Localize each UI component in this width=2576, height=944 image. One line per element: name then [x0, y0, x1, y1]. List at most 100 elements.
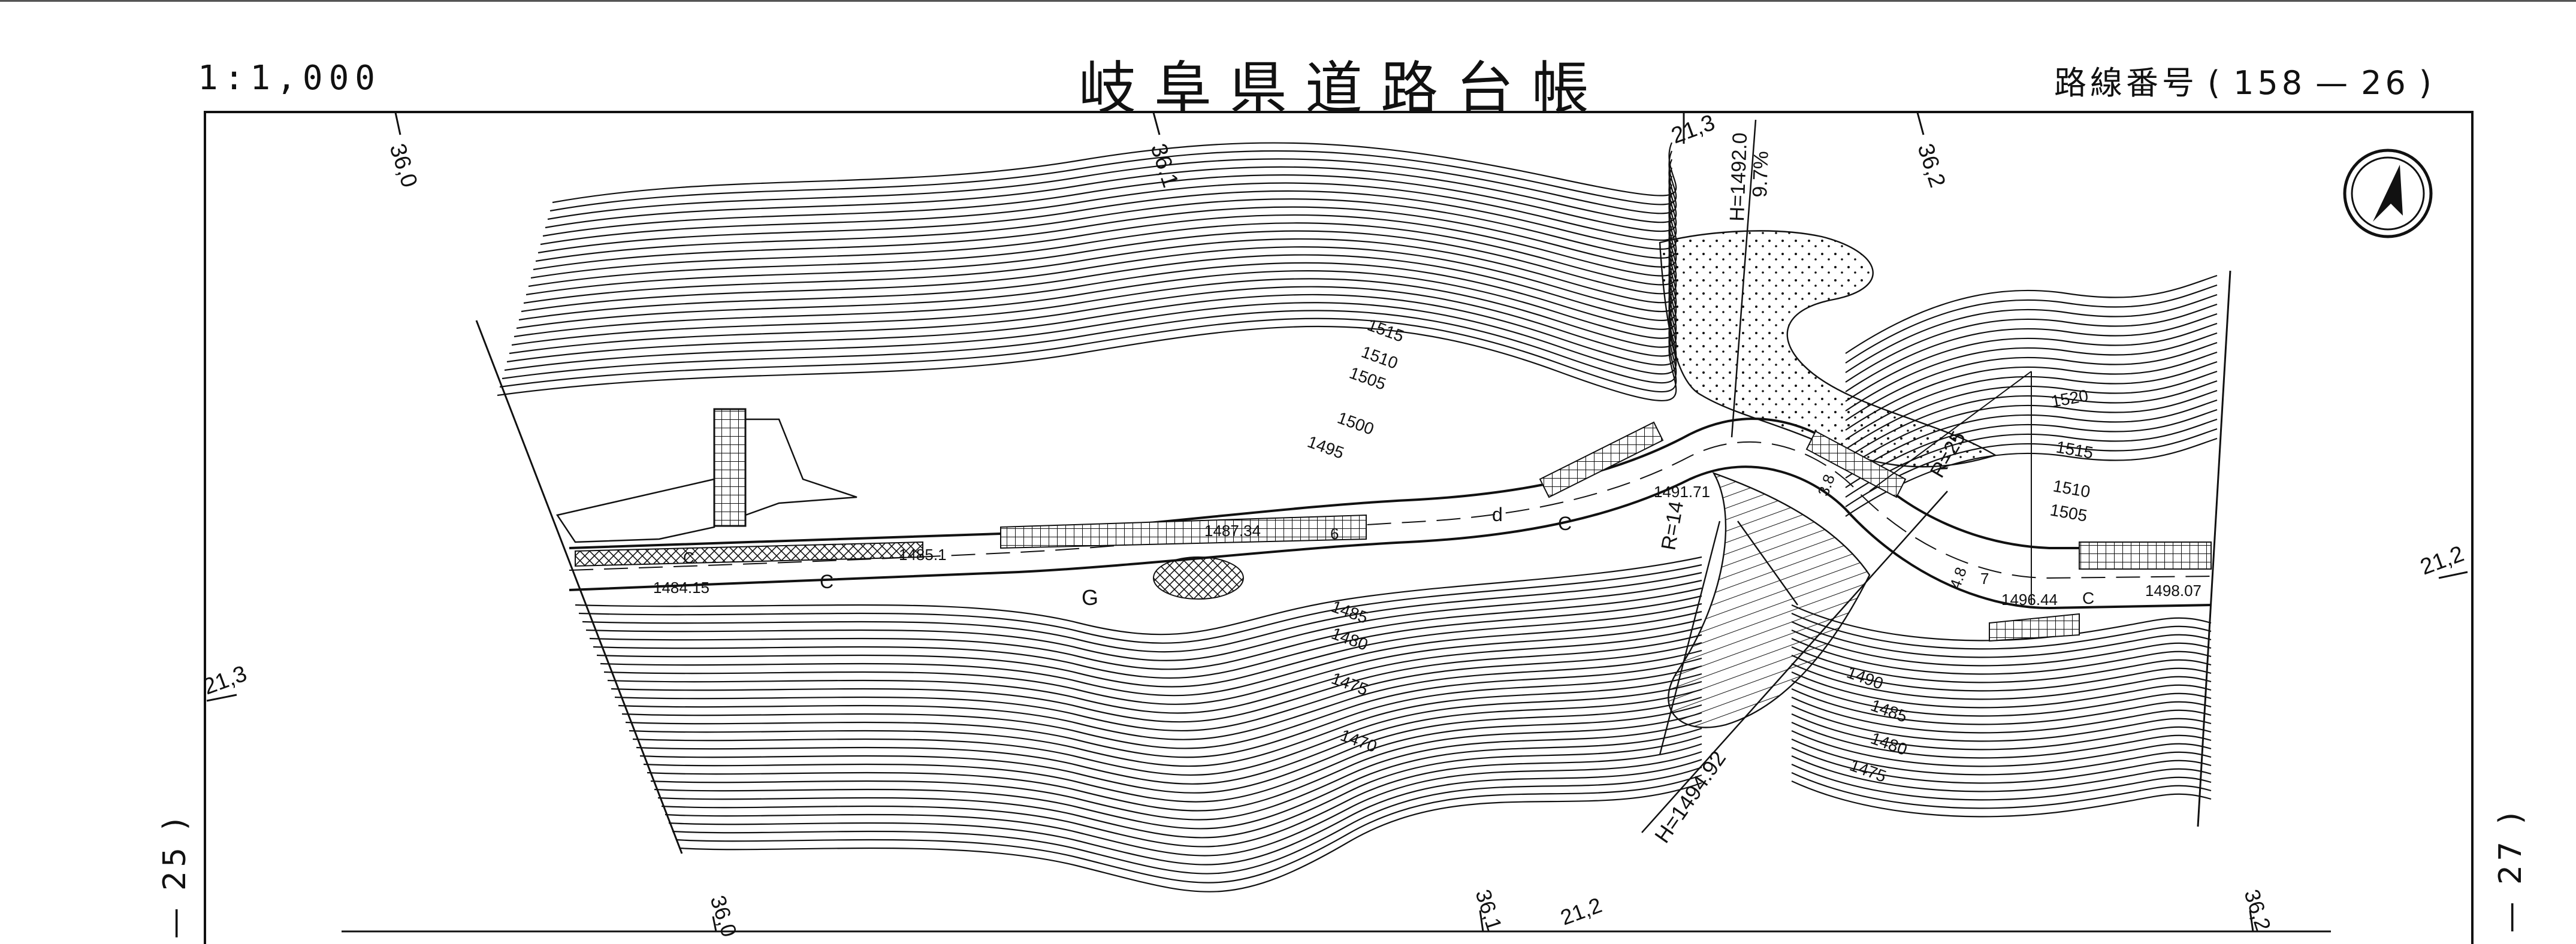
building — [713, 408, 747, 527]
contour-east-16 — [1845, 428, 2218, 507]
grid-label-21-3-top: 21,3 — [1668, 110, 1719, 149]
road-edge-lower — [569, 465, 2212, 610]
contour-north-1 — [499, 317, 1677, 393]
grid-label-21-3-left: 21,3 — [200, 661, 250, 700]
contour-north-3 — [504, 302, 1677, 375]
contour-east-1 — [1845, 284, 2218, 364]
contour-south-14 — [625, 665, 1702, 758]
contour-south-16 — [632, 680, 1702, 776]
contour-south-5 — [593, 595, 1702, 679]
route-label: 路線番号 — [2054, 64, 2198, 102]
grid-ticks — [206, 112, 2468, 932]
contour-east-0 — [1845, 274, 2218, 354]
contour-north-22 — [549, 150, 1677, 212]
contour-southeast-7 — [1791, 663, 2212, 700]
contour-southeast-5 — [1791, 646, 2212, 683]
contour-1510-right: 1510 — [2052, 476, 2092, 501]
retaining-wall-center — [1539, 421, 1664, 498]
contour-southeast-20 — [1791, 772, 2212, 809]
map-scale: 1:1,000 — [198, 59, 382, 98]
retaining-wall-southeast — [1989, 613, 2080, 642]
contour-east-17 — [1845, 437, 2218, 517]
road-width-4-8: 4.8 — [1946, 565, 1970, 591]
contour-south-4 — [589, 587, 1702, 670]
contour-east-5 — [1845, 322, 2218, 402]
cut-slope-dots — [1659, 230, 1997, 468]
grid-label-36-0-top: 36,0 — [384, 141, 422, 190]
contour-north-18 — [540, 182, 1677, 246]
contour-east-9 — [1845, 361, 2218, 440]
grade-leader-top — [1731, 119, 1757, 438]
contour-south-11 — [614, 642, 1702, 732]
field-area — [555, 478, 715, 543]
contour-southeast-2 — [1791, 621, 2212, 658]
contour-south-18 — [639, 696, 1702, 794]
contour-southeast-21 — [1791, 780, 2212, 818]
contour-east-2 — [1845, 294, 2218, 373]
contour-southeast-6 — [1791, 655, 2212, 692]
retaining-wall-east — [2079, 541, 2212, 570]
contour-1515: 1515 — [1365, 316, 1406, 346]
contour-1515-right: 1515 — [2055, 437, 2095, 462]
contour-south-20 — [647, 712, 1702, 812]
contour-1495: 1495 — [1305, 432, 1346, 462]
contour-south-2 — [582, 571, 1702, 653]
contour-east-10 — [1845, 370, 2218, 450]
embankment-hatching — [1668, 471, 1871, 728]
contour-1475: 1475 — [1329, 669, 1370, 699]
contour-southeast-13 — [1791, 713, 2212, 751]
grid-label-36-2-bottom: 36,2 — [2239, 886, 2276, 934]
contour-south-10 — [611, 634, 1702, 723]
contour-south-29 — [679, 782, 1702, 892]
contour-southeast-11 — [1791, 697, 2212, 734]
contour-north-5 — [509, 286, 1677, 357]
contour-southeast-19 — [1791, 764, 2212, 801]
map-symbol-c-4: C — [683, 549, 694, 567]
map-symbol-g: G — [1082, 585, 1098, 610]
map-frame — [204, 111, 2474, 944]
retaining-wall-left — [1000, 514, 1367, 549]
contour-1475-right: 1475 — [1847, 756, 1889, 786]
curve-radius-14: R=14 — [1657, 500, 1688, 552]
contour-north-0 — [497, 325, 1677, 401]
contour-south-19 — [643, 704, 1702, 803]
road-centerline — [569, 441, 2212, 579]
contour-1480-right: 1480 — [1868, 729, 1910, 759]
contour-south-26 — [668, 758, 1702, 866]
contour-south-12 — [618, 649, 1702, 740]
contour-east-8 — [1845, 351, 2218, 431]
contour-east-6 — [1845, 332, 2218, 412]
contour-southeast-15 — [1791, 730, 2212, 767]
contour-south-24 — [661, 743, 1702, 848]
grid-label-21-2-bottom: 21,2 — [1557, 892, 1605, 930]
sheet-top-edge — [0, 0, 2576, 2]
contour-south-15 — [629, 673, 1702, 767]
contour-south-23 — [657, 735, 1702, 839]
contour-1490-right: 1490 — [1844, 663, 1886, 693]
grade-leader-bottom — [1641, 491, 1948, 833]
guardrail-left — [575, 541, 923, 567]
elevation-h-top: H=1492.0 — [1726, 132, 1751, 222]
contour-southeast-3 — [1791, 630, 2212, 667]
contour-south-6 — [596, 603, 1702, 688]
orchard-area — [744, 418, 857, 516]
contour-south-13 — [621, 657, 1702, 749]
contour-south-27 — [672, 766, 1702, 875]
map-symbol-c-1: C — [820, 571, 833, 592]
contour-north-20 — [545, 166, 1677, 229]
elevation-1498-07: 1498.07 — [2145, 582, 2201, 600]
contour-southeast-4 — [1791, 638, 2212, 675]
elevation-1487-34: 1487.34 — [1204, 522, 1261, 540]
road-width-6: 6 — [1330, 525, 1339, 543]
contour-south-28 — [675, 774, 1702, 884]
contour-southeast-16 — [1791, 739, 2212, 776]
contour-1485: 1485 — [1329, 597, 1370, 627]
map-symbol-d: d — [1492, 504, 1503, 525]
contour-south-8 — [603, 618, 1702, 705]
contour-north-6 — [511, 278, 1677, 348]
route-number-value: 158 — [2233, 64, 2306, 102]
route-number: 路線番号(158—26) — [2049, 56, 2440, 104]
map-symbol-c-3: C — [2082, 589, 2094, 607]
contour-southeast-9 — [1791, 680, 2212, 717]
